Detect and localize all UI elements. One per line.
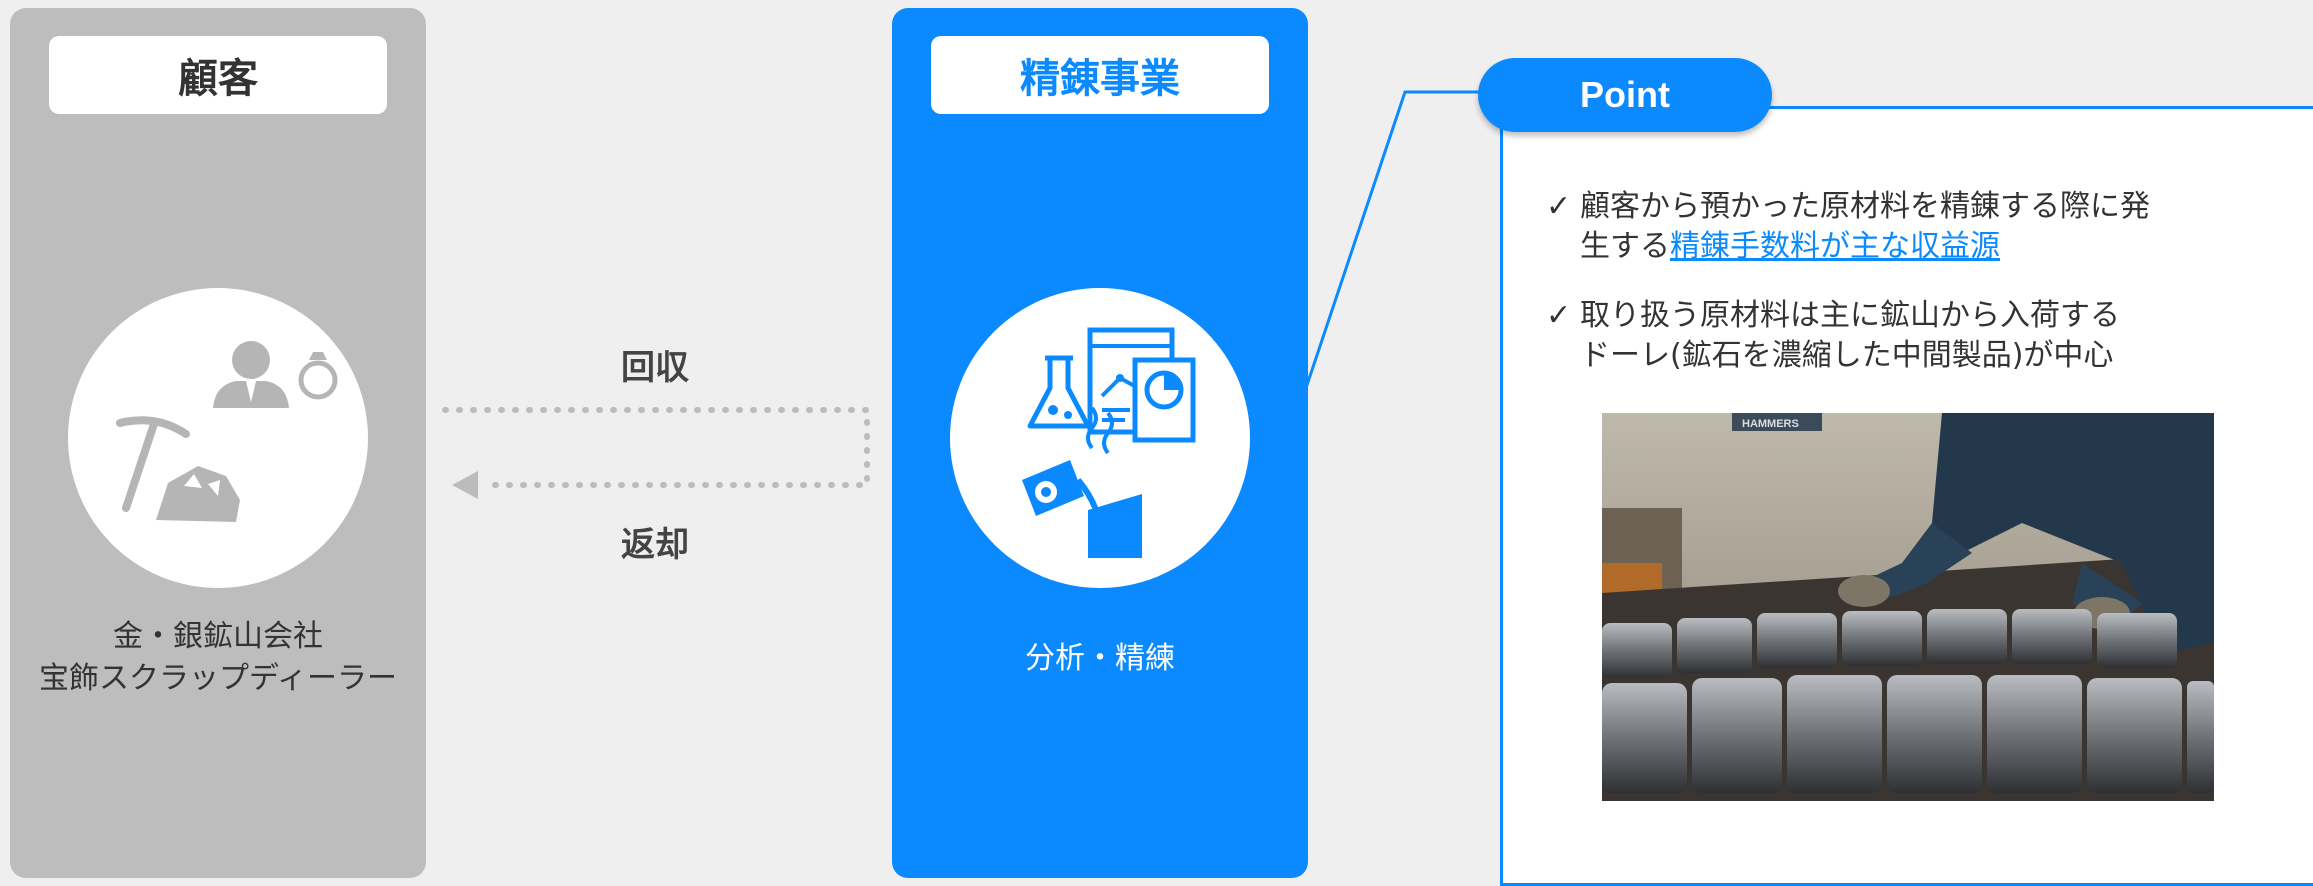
- customer-header: 顧客: [49, 36, 387, 114]
- point-item-revenue: ✓顧客から預かった原材料を精錬する際に発 生する精錬手数料が主な収益源: [1546, 189, 2150, 264]
- collect-return-arrow: [442, 407, 870, 499]
- arrow-head-icon: [452, 471, 478, 499]
- check-icon: ✓: [1546, 298, 1572, 333]
- refining-caption: 分析・精練: [1025, 641, 1175, 676]
- refining-panel: 精錬事業: [892, 8, 1308, 878]
- check-icon: ✓: [1546, 189, 1572, 224]
- refining-icon-circle: [950, 288, 1250, 588]
- revenue-highlight: 精錬手数料が主な収益源: [1670, 229, 2000, 264]
- point-badge: Point: [1478, 58, 1772, 132]
- miner-and-jeweler-icon: [116, 341, 338, 522]
- customer-caption: 金・銀鉱山会社 宝飾スクラップディーラー: [10, 616, 426, 700]
- point-item-materials: ✓取り扱う原材料は主に鉱山から入荷する ドーレ(鉱石を濃縮した中間製品)が中心: [1546, 298, 2120, 373]
- customer-caption-line1: 金・銀鉱山会社: [113, 619, 323, 654]
- refining-header: 精錬事業: [931, 36, 1269, 114]
- customer-icon-circle: [68, 288, 368, 588]
- dore-bars: [1602, 609, 2214, 793]
- point-connector-line: [1300, 90, 1485, 401]
- collect-label: 回収: [621, 348, 689, 388]
- customer-panel: 顧客 金・銀鉱山会社 宝飾スクラップディーラー: [10, 8, 426, 878]
- lab-analysis-and-smelting-icon: [1022, 327, 1196, 558]
- return-label: 返却: [621, 525, 689, 565]
- svg-text:HAMMERS: HAMMERS: [1742, 418, 1799, 430]
- dore-bars-photo: HAMMERS: [1602, 413, 2214, 801]
- customer-caption-line2: 宝飾スクラップディーラー: [39, 661, 397, 696]
